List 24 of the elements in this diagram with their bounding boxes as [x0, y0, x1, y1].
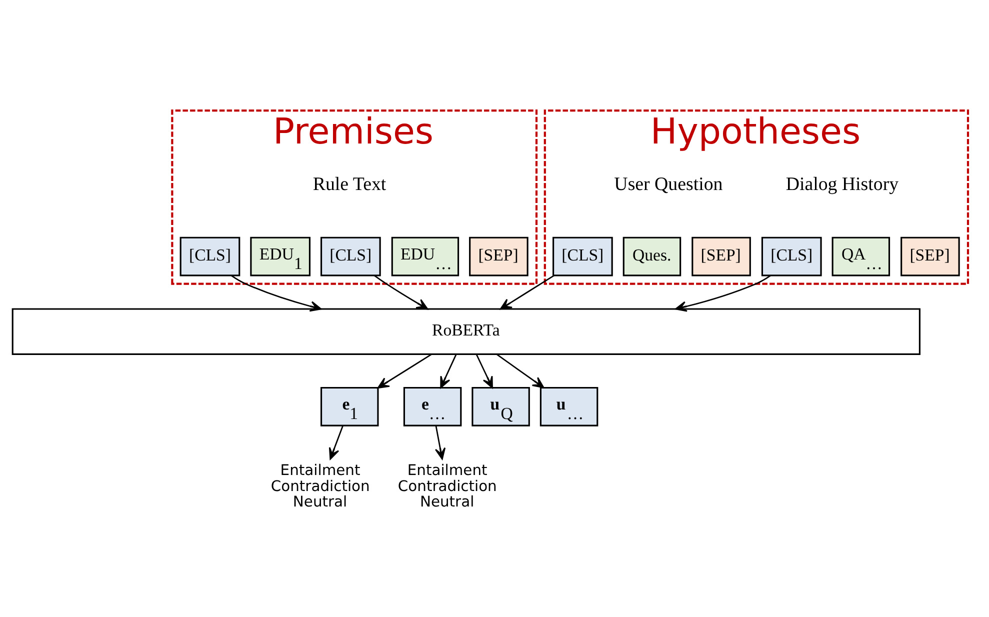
arrow: [476, 354, 493, 388]
arrow: [328, 426, 344, 460]
arrow: [496, 354, 544, 388]
node-box: [SEP]: [469, 236, 528, 276]
node-box: [SEP]: [692, 236, 751, 276]
label: Rule Text: [312, 174, 386, 195]
arrow: [434, 426, 446, 460]
arrow: [440, 354, 457, 388]
node-box: [CLS]: [180, 236, 240, 276]
label: User Question: [614, 174, 723, 195]
node-text: Entailment Contradiction Neutral: [398, 462, 497, 511]
arrow: [230, 274, 322, 312]
node-box: [CLS]: [552, 236, 613, 276]
arrow: [674, 274, 772, 312]
node-box: Ques.: [622, 236, 682, 276]
node-text: Entailment Contradiction Neutral: [270, 462, 370, 511]
node-box: RoBERTa: [12, 308, 920, 355]
arrow: [500, 274, 555, 310]
arrow: [377, 354, 432, 388]
node-box: [CLS]: [320, 236, 381, 276]
node-box: [SEP]: [900, 236, 960, 276]
label: Dialog History: [786, 174, 899, 195]
arrow: [374, 274, 428, 310]
node-box: [CLS]: [761, 236, 822, 276]
